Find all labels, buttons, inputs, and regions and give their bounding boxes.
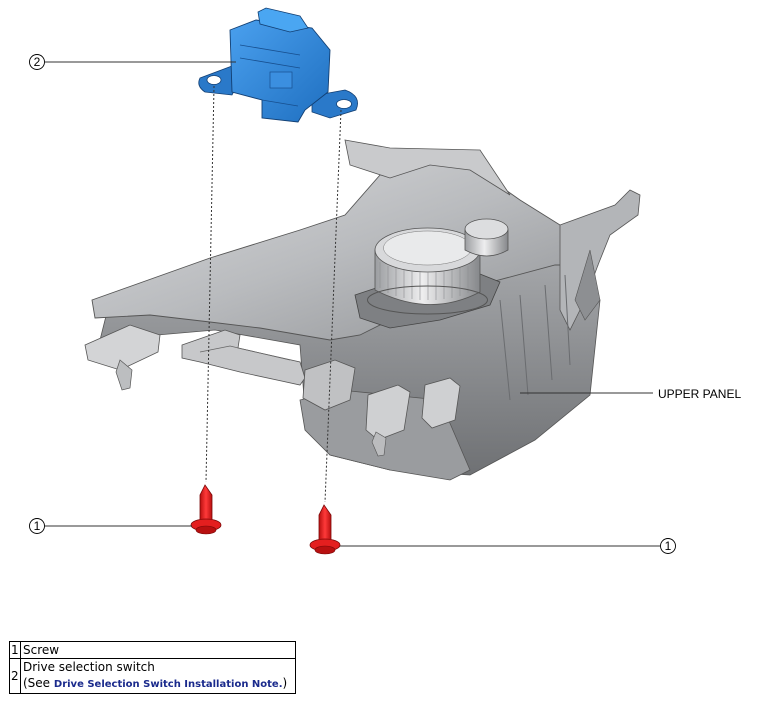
legend-row-text-block: Drive selection switch (See Drive Select… <box>20 658 296 694</box>
leader-lines <box>45 61 660 547</box>
legend-row: 2 Drive selection switch (See Drive Sele… <box>9 658 296 694</box>
legend-row-text: Screw <box>20 641 296 659</box>
legend-see-note: (See Drive Selection Switch Installation… <box>23 675 293 693</box>
svg-text:1: 1 <box>665 539 672 553</box>
svg-text:2: 2 <box>34 55 41 69</box>
alignment-lines <box>205 85 342 503</box>
legend-row: 1 Screw <box>9 641 296 659</box>
legend-row-text: Drive selection switch <box>23 660 155 674</box>
callout-1-right: 1 <box>660 538 676 554</box>
callout-1-left: 1 <box>29 518 45 534</box>
exploded-diagram: 2 1 1 UPPER PANEL <box>29 7 741 555</box>
see-prefix: (See <box>23 676 54 690</box>
upper-panel-label: UPPER PANEL <box>658 387 741 401</box>
drive-selection-switch-illustration <box>198 7 358 123</box>
callout-2: 2 <box>29 54 45 70</box>
small-knob <box>464 218 509 257</box>
see-suffix: ) <box>282 676 288 690</box>
dial-knob <box>367 227 488 315</box>
screw-right-illustration <box>309 504 341 555</box>
screw-left-illustration <box>190 484 222 535</box>
legend-row-number: 1 <box>9 641 21 659</box>
parts-legend-table: 1 Screw 2 Drive selection switch (See Dr… <box>9 641 296 694</box>
installation-note-link[interactable]: Drive Selection Switch Installation Note… <box>53 679 283 690</box>
upper-panel-illustration <box>84 139 641 481</box>
legend-row-number: 2 <box>9 658 21 694</box>
svg-text:1: 1 <box>34 519 41 533</box>
